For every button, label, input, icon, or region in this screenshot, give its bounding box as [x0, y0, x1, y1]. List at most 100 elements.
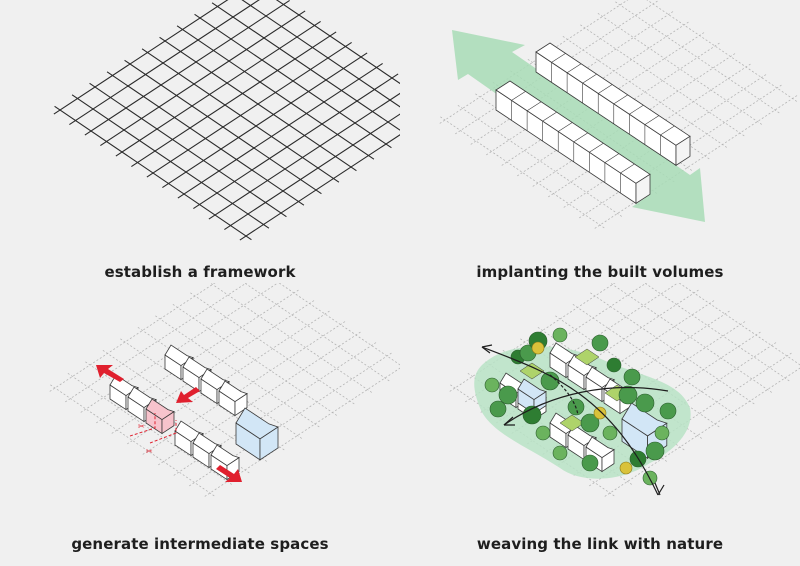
red-arrows: [96, 365, 242, 482]
segment-line: [604, 153, 620, 163]
caption-intermediate: generate intermediate spaces: [71, 535, 329, 553]
house-roof: [235, 407, 279, 440]
panel-intermediate: ✂ ✂ generate intermediate spaces: [0, 283, 400, 566]
tree-icon: [484, 377, 500, 393]
framework-diagram: [53, 0, 400, 241]
grid-line: [100, 10, 306, 146]
grid-line: [190, 292, 355, 405]
tree-icon: [602, 425, 618, 441]
volume-end: [635, 173, 651, 205]
flow-lines: [481, 344, 669, 496]
segment-line: [542, 111, 557, 122]
red-arrow-icon: [176, 387, 200, 403]
grid-line: [162, 52, 368, 188]
tree-icon: [540, 371, 560, 391]
house-roof: [585, 366, 615, 389]
grid-line: [137, 327, 303, 439]
grid-line: [609, 283, 773, 393]
grid-line: [50, 384, 215, 497]
tree-icon: [606, 357, 622, 373]
grid-line: [244, 283, 390, 382]
segment-line: [589, 142, 604, 153]
tree-icon: [591, 334, 609, 352]
house-roof: [200, 368, 230, 391]
house-roof: [517, 378, 547, 401]
grid-line: [644, 283, 790, 382]
segment-line: [558, 122, 573, 132]
segment-line: [613, 94, 628, 105]
grid-line: [155, 315, 320, 428]
house-roof: [218, 380, 248, 403]
grid-line: [555, 315, 720, 428]
framework-grid: [53, 0, 400, 241]
grid-line: [224, 113, 400, 230]
tree-icon: [619, 461, 633, 475]
green-roof: [574, 348, 600, 366]
house-roof: [164, 344, 194, 367]
panel-nature: weaving the link with nature: [400, 283, 800, 566]
house-roof: [621, 402, 668, 437]
tree-icon: [580, 413, 600, 433]
panel-volumes: implanting the built volumes: [400, 0, 800, 283]
tree-icon: [654, 425, 670, 441]
grid-line: [278, 283, 400, 366]
grid-line: [172, 304, 338, 416]
grid-line: [440, 116, 605, 229]
segment-line: [644, 115, 660, 125]
segment-line: [566, 63, 582, 73]
grid-line: [177, 63, 383, 199]
scissor-icon: ✂ ✂: [129, 413, 177, 456]
house-roof: [549, 342, 579, 365]
volumes-diagram: [439, 0, 798, 229]
tree-icon: [593, 406, 607, 420]
tree-icon: [552, 327, 568, 343]
tree-icon: [535, 425, 551, 441]
segment-line: [551, 53, 566, 63]
tree-icon: [552, 445, 568, 461]
house-roof: [585, 436, 615, 459]
segment-line: [629, 104, 644, 115]
segment-line: [573, 132, 588, 143]
tree-icon: [659, 402, 677, 420]
panel-framework: establish a framework: [0, 0, 400, 283]
segment-line: [582, 73, 597, 84]
svg-text:✂: ✂: [146, 447, 153, 456]
grid-line: [615, 1, 780, 114]
grid-line: [69, 0, 260, 125]
grid-line: [604, 367, 800, 497]
caption-framework: establish a framework: [104, 263, 296, 281]
grid-line: [115, 21, 321, 157]
tree-icon: [581, 454, 599, 472]
grid-line: [646, 0, 798, 102]
house-roof: [174, 420, 204, 443]
tree-icon: [618, 385, 638, 405]
house-roof: [192, 432, 222, 455]
house-roof: [182, 356, 212, 379]
grid-line: [239, 134, 400, 241]
caption-volumes: implanting the built volumes: [476, 263, 724, 281]
building-bars: [495, 42, 691, 205]
split-volumes: [109, 344, 279, 481]
tree-icon: [489, 400, 507, 418]
grid-line: [84, 0, 290, 136]
grid-line: [457, 105, 623, 217]
tree-icon: [645, 441, 665, 461]
grid-line: [193, 73, 399, 209]
grid-line: [678, 283, 800, 366]
grid-line: [67, 373, 233, 485]
trees: [484, 327, 677, 486]
tree-icon: [635, 393, 655, 413]
grid-line: [594, 94, 798, 229]
grid-line: [49, 283, 216, 392]
house-roof: [145, 398, 175, 421]
nature-diagram: [449, 283, 800, 497]
segment-line: [598, 84, 613, 94]
segment-line: [526, 101, 542, 111]
grid-line: [208, 92, 400, 220]
grid-line: [65, 283, 247, 403]
house-roof: [210, 444, 240, 467]
tree-icon: [531, 341, 545, 355]
svg-text:✂: ✂: [138, 422, 145, 431]
grid-line: [572, 304, 738, 416]
red-arrow-icon: [216, 465, 242, 482]
